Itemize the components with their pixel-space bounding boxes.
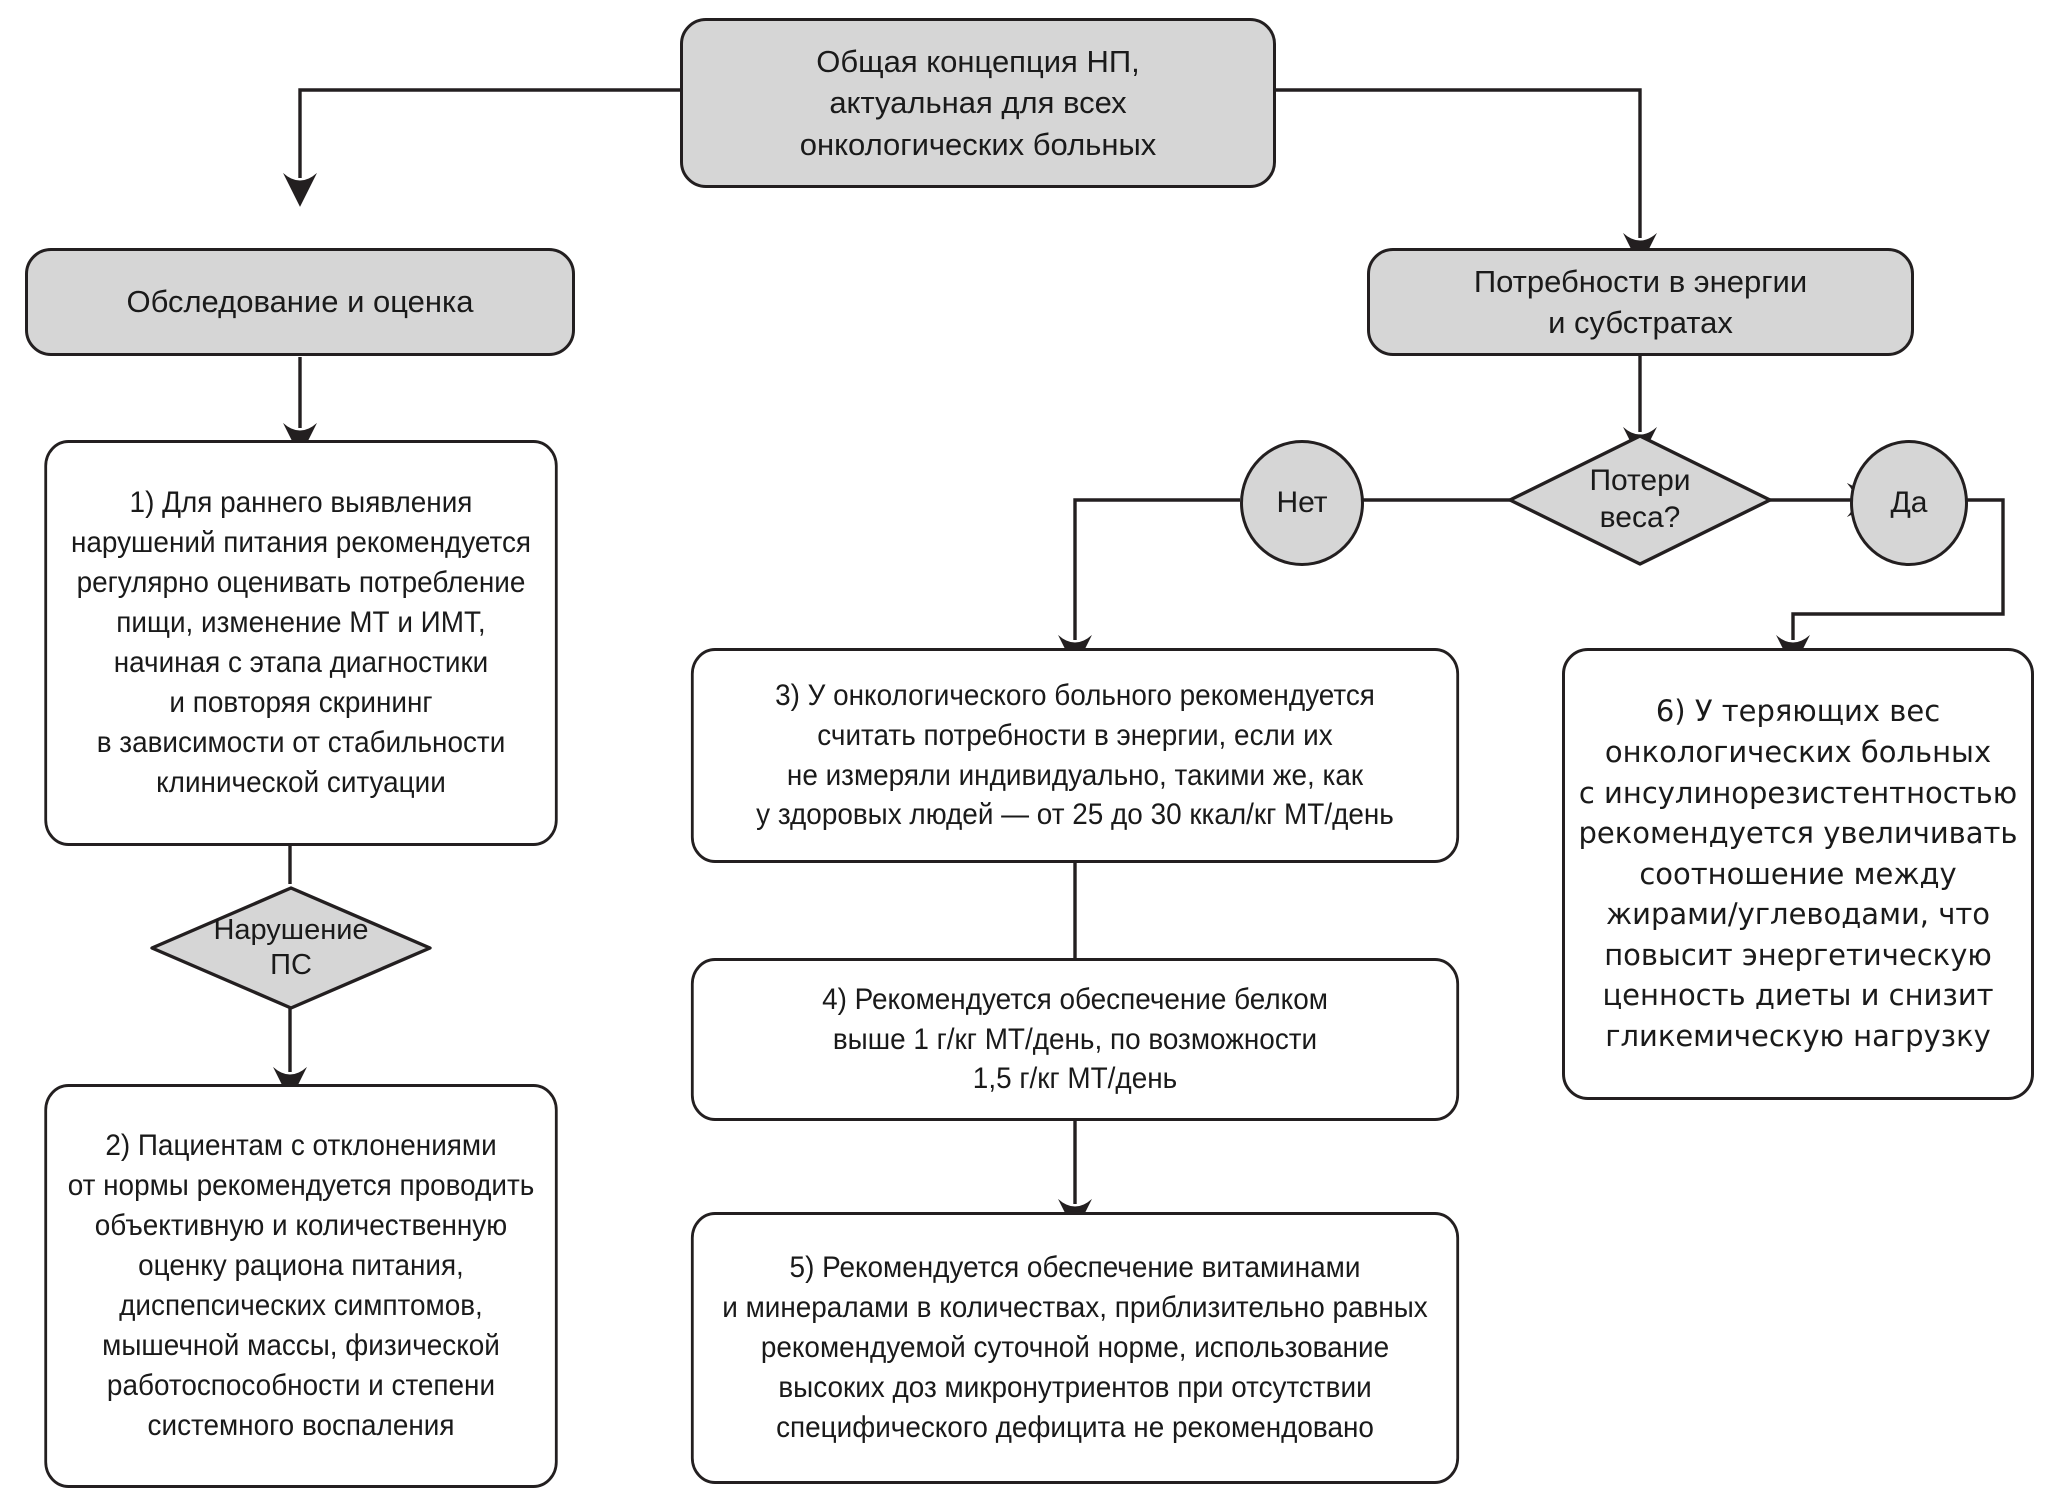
node-step6[interactable]: 6) У теряющих вес онкологических больных… <box>1562 648 2034 1100</box>
node-no-branch[interactable]: Нет <box>1240 440 1364 566</box>
node-step4[interactable]: 4) Рекомендуется обеспечение белком выше… <box>690 958 1460 1121</box>
node-step1[interactable]: 1) Для раннего выявления нарушений питан… <box>44 440 558 846</box>
diamond-shape <box>1508 434 1772 566</box>
node-yes-branch[interactable]: Да <box>1850 440 1968 566</box>
node-step5[interactable]: 5) Рекомендуется обеспечение витаминами … <box>690 1212 1460 1484</box>
edge-root-to-energy <box>1276 88 1657 267</box>
node-root[interactable]: Общая концепция НП, актуальная для всех … <box>680 18 1276 188</box>
node-energy-needs[interactable]: Потребности в энергии и субстратах <box>1367 248 1914 356</box>
edge-root-to-assessment <box>283 88 680 207</box>
ps-disorder-decision-label: Нарушение ПС <box>213 913 369 981</box>
weight-loss-decision-label: Потери веса? <box>1589 464 1691 534</box>
node-weight-loss-decision[interactable]: Потери веса? <box>1506 432 1774 568</box>
edge-no-to-step3 <box>1058 498 1240 669</box>
node-ps-disorder-decision[interactable]: Нарушение ПС <box>148 884 434 1012</box>
diamond-shape <box>150 886 432 1010</box>
node-assessment[interactable]: Обследование и оценка <box>25 248 575 356</box>
node-step3[interactable]: 3) У онкологического больного рекомендуе… <box>690 648 1460 863</box>
node-step2[interactable]: 2) Пациентам с отклонениями от нормы рек… <box>44 1084 558 1488</box>
